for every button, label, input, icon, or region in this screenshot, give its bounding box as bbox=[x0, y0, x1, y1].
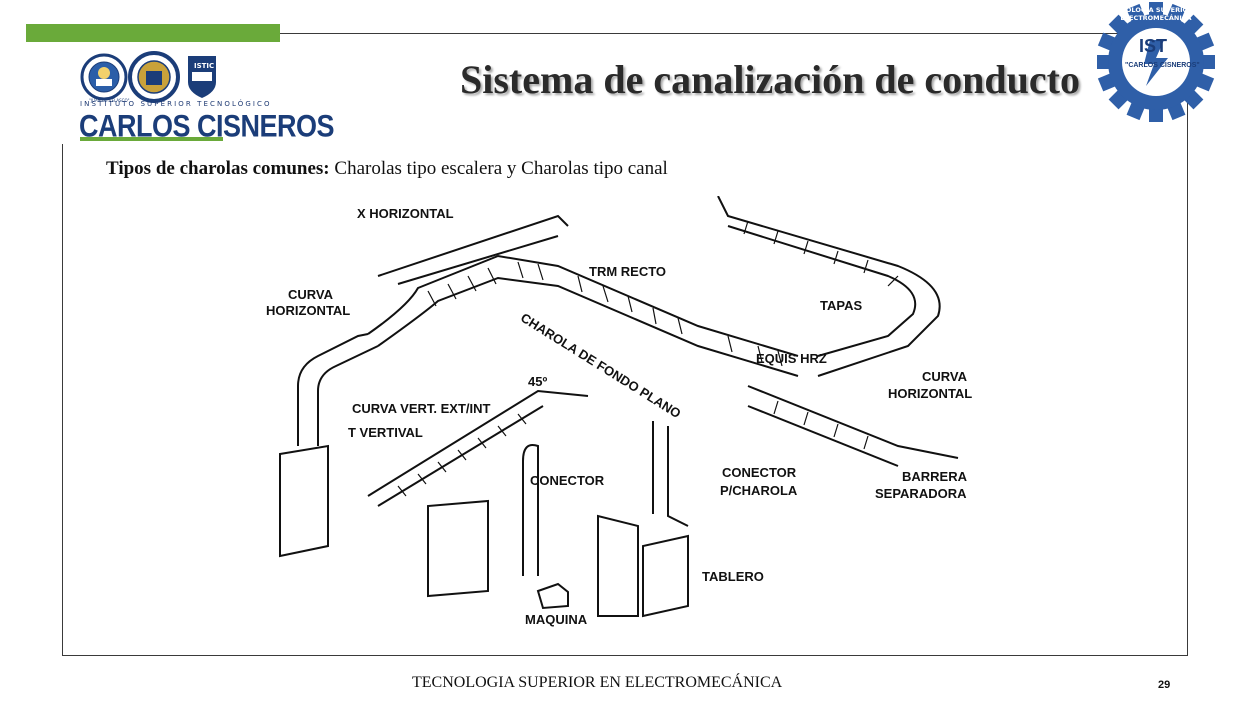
label-tapas: TAPAS bbox=[820, 298, 863, 313]
label-x-horizontal: X HORIZONTAL bbox=[357, 206, 454, 221]
gear-arc-text: TECNOLOGÍA SUPERIOR EN ELECTROMECÁNICA bbox=[1106, 6, 1206, 22]
subtitle-rest: Charolas tipo escalera y Charolas tipo c… bbox=[329, 158, 668, 179]
label-trm-recto: TRM RECTO bbox=[589, 264, 667, 279]
content-subtitle: Tipos de charolas comunes: Charolas tipo… bbox=[106, 158, 668, 180]
cable-tray-illustration bbox=[279, 195, 959, 618]
brand-underline bbox=[80, 137, 223, 141]
label-curva-vert: CURVA VERT. EXT/INT bbox=[352, 401, 491, 416]
label-conector: CONECTOR bbox=[530, 473, 605, 488]
seal-caption: "JUAN DE VELASCO" bbox=[89, 98, 130, 103]
gear-center-text: IST bbox=[1139, 36, 1168, 56]
label-equis-hrz: EQUIS HRZ bbox=[756, 351, 827, 366]
subtitle-bold: Tipos de charolas comunes: bbox=[106, 158, 330, 179]
label-curva-horizontal-right-2: HORIZONTAL bbox=[888, 386, 973, 401]
footer-text: TECNOLOGIA SUPERIOR EN ELECTROMECÁNICA bbox=[412, 674, 783, 691]
label-angle-45: 45º bbox=[528, 374, 548, 389]
label-conector-charola-2: P/CHAROLA bbox=[720, 483, 798, 498]
label-curva-horizontal-left-2: HORIZONTAL bbox=[266, 303, 351, 318]
institute-logo: "JUAN DE VELASCO" ISTIC bbox=[28, 42, 280, 144]
gear-icon bbox=[1096, 2, 1216, 122]
label-curva-horizontal-right-1: CURVA bbox=[922, 369, 968, 384]
label-maquina: MAQUINA bbox=[525, 612, 588, 627]
header-accent-bar bbox=[26, 24, 280, 42]
institute-line: INSTITUTO SUPERIOR TECNOLÓGICO bbox=[80, 100, 272, 108]
gear-logo: TECNOLOGÍA SUPERIOR EN ELECTROMECÁNICA I… bbox=[1096, 0, 1216, 128]
label-tablero: TABLERO bbox=[702, 569, 764, 584]
label-barrera-1: BARRERA bbox=[902, 469, 967, 484]
label-curva-horizontal-left-1: CURVA bbox=[288, 287, 334, 302]
cable-tray-diagram: X HORIZONTAL TRM RECTO CURVA HORIZONTAL … bbox=[258, 195, 988, 634]
istic-badge-label: ISTIC bbox=[194, 62, 215, 70]
label-conector-charola-1: CONECTOR bbox=[722, 465, 797, 480]
page-number: 29 bbox=[1158, 679, 1171, 691]
label-barrera-2: SEPARADORA bbox=[875, 486, 967, 501]
gear-name-text: "CARLOS CISNEROS" bbox=[1125, 62, 1200, 69]
seals-icon bbox=[80, 51, 216, 103]
label-t-vertival: T VERTIVAL bbox=[348, 425, 423, 440]
page-title: Sistema de canalización de conducto bbox=[460, 57, 1080, 102]
